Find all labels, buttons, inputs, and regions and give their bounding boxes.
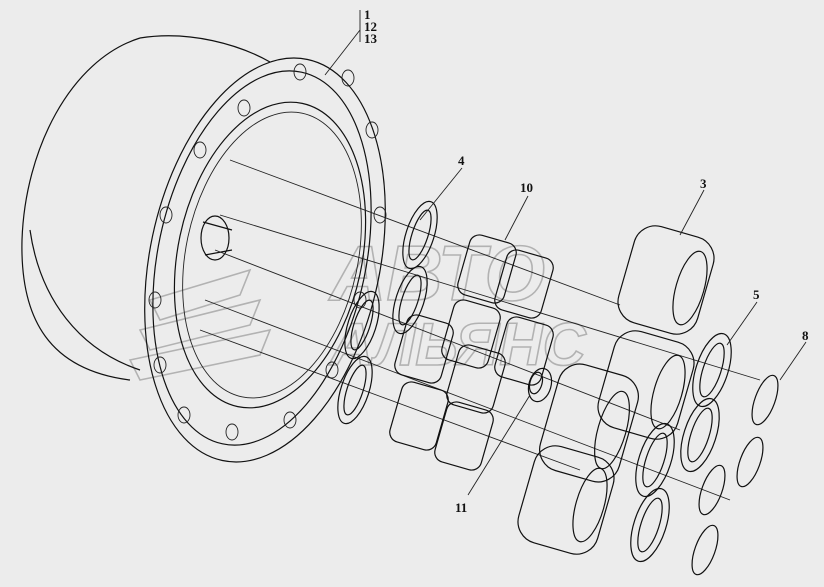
- sun-gear: [527, 367, 553, 403]
- leader-lines: [324, 10, 807, 496]
- housing: [21, 35, 387, 463]
- callout-10: 10: [520, 180, 533, 195]
- housing-bore: [173, 101, 367, 409]
- planet-gears: [517, 225, 715, 555]
- housing-flange: [144, 57, 386, 463]
- needle-bearings: [389, 234, 554, 471]
- thrust-washers: [337, 200, 438, 425]
- outer-washers: [630, 332, 732, 563]
- callout-11: 11: [455, 500, 467, 515]
- callout-labels: 1 12 13 4 10 3 5 8 11: [364, 7, 809, 515]
- retaining-rings: [691, 374, 779, 576]
- callout-1: 1: [364, 7, 371, 22]
- callout-8: 8: [802, 328, 809, 343]
- shaft-stub: [200, 215, 230, 261]
- callout-13: 13: [364, 31, 378, 46]
- callout-12: 12: [364, 19, 377, 34]
- callout-3: 3: [700, 176, 707, 191]
- callout-4: 4: [458, 153, 465, 168]
- axis-lines: [199, 159, 761, 501]
- flange-bolt-holes: [148, 63, 387, 441]
- watermark: АВТО АЛЬЯНС: [128, 228, 588, 381]
- callout-5: 5: [753, 287, 760, 302]
